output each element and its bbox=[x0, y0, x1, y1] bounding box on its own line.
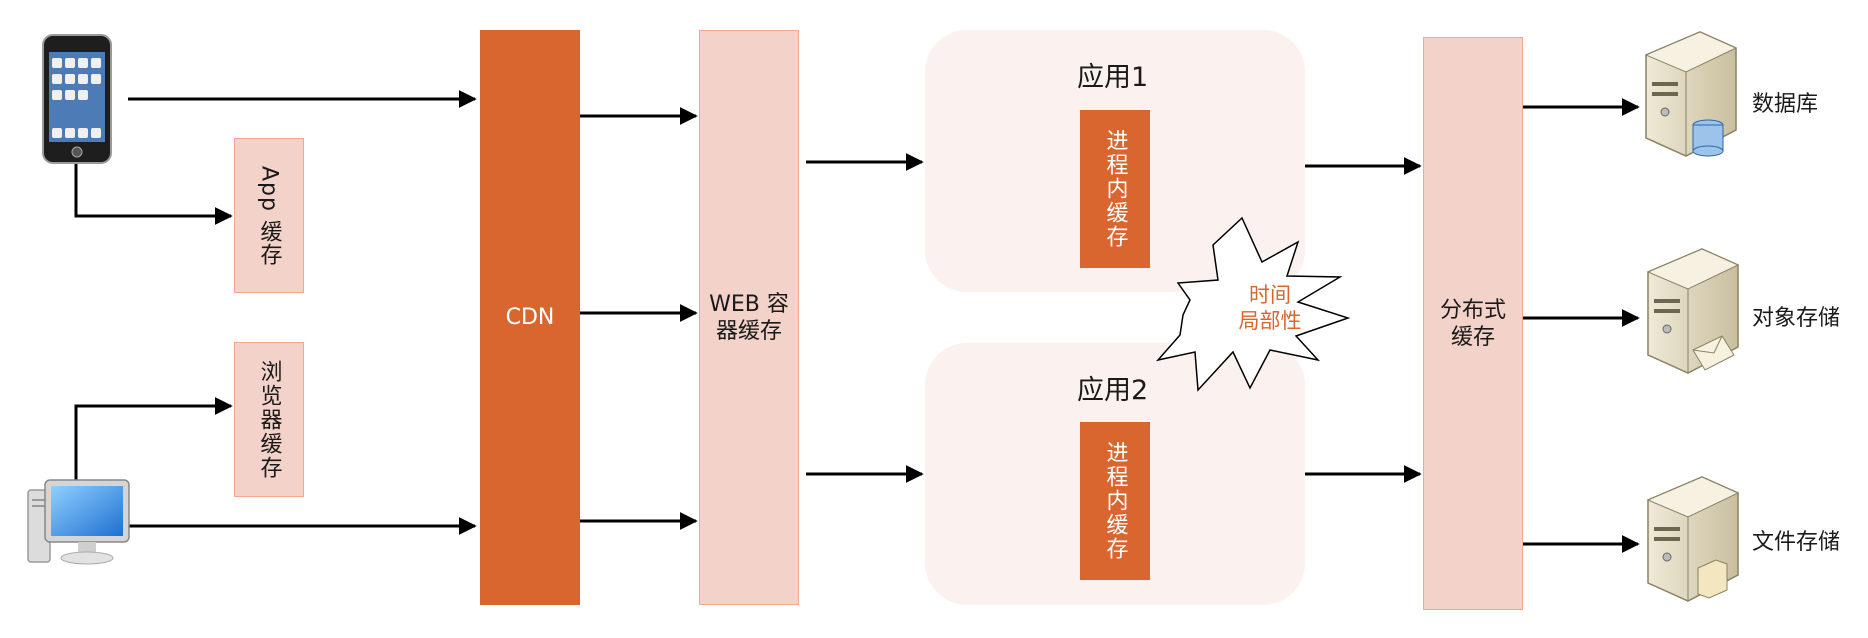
in-process-cache-2-box: 进程内缓存 bbox=[1080, 422, 1150, 580]
cdn-box: CDN bbox=[480, 30, 580, 605]
database-label: 数据库 bbox=[1752, 92, 1819, 117]
in-process-cache-1-box: 进程内缓存 bbox=[1080, 110, 1150, 268]
web-container-cache-label: WEB 容器缓存 bbox=[709, 291, 789, 344]
app-cache-box: App 缓存 bbox=[234, 138, 304, 293]
file-storage-label: 文件存储 bbox=[1752, 530, 1841, 555]
app-cache-label: App 缓存 bbox=[256, 165, 282, 266]
app-1-title: 应用1 bbox=[1077, 62, 1149, 93]
cdn-label: CDN bbox=[505, 305, 555, 330]
server-object-icon bbox=[1646, 248, 1740, 374]
distributed-cache-label: 分布式缓存 bbox=[1439, 297, 1506, 350]
server-file-icon bbox=[1646, 476, 1740, 602]
distributed-cache-box: 分布式缓存 bbox=[1423, 37, 1523, 610]
app-2-title: 应用2 bbox=[1077, 375, 1149, 406]
browser-cache-label: 浏览器缓存 bbox=[256, 359, 282, 480]
temporal-locality-line-2: 局部性 bbox=[1238, 309, 1302, 333]
in-process-cache-1-label: 进程内缓存 bbox=[1102, 129, 1128, 249]
burst-shape bbox=[1155, 216, 1351, 392]
temporal-locality-line-1: 时间 bbox=[1249, 283, 1291, 307]
arrow-desktop-to-browser-cache bbox=[74, 397, 233, 480]
object-storage-label: 对象存储 bbox=[1752, 306, 1841, 331]
browser-cache-box: 浏览器缓存 bbox=[234, 342, 304, 497]
desktop-computer-icon bbox=[27, 479, 130, 565]
web-container-cache-box: WEB 容器缓存 bbox=[699, 30, 799, 605]
temporal-locality-label: 时间 局部性 bbox=[1215, 282, 1325, 334]
server-database-icon bbox=[1644, 31, 1738, 157]
in-process-cache-2-label: 进程内缓存 bbox=[1102, 441, 1128, 561]
arrow-phone-to-app-cache bbox=[74, 162, 233, 225]
mobile-phone-icon bbox=[42, 34, 112, 164]
